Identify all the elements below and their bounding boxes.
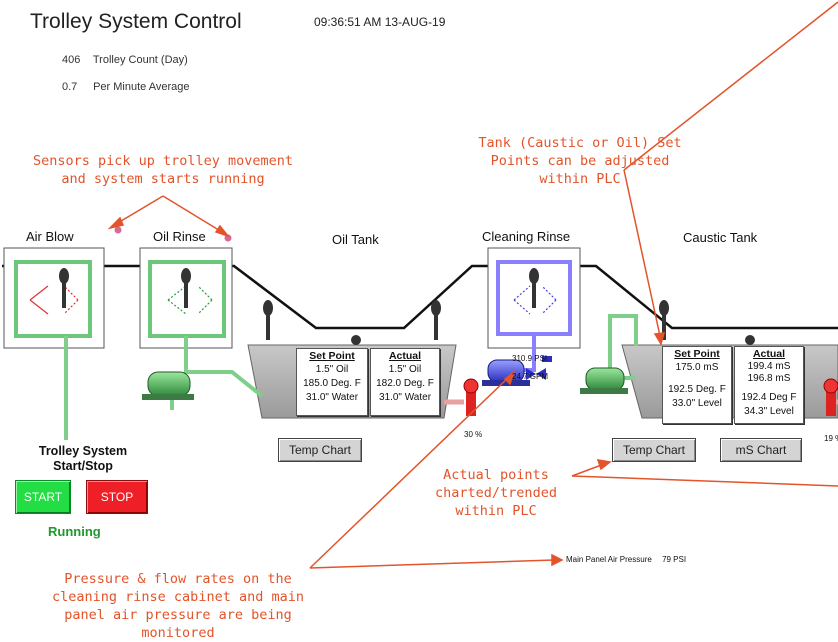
rinse-pressure: 310.9 PSI <box>512 354 548 363</box>
oil-actual-panel: Actual 1.5" Oil 182.0 Deg. F 31.0" Water <box>370 348 440 416</box>
caustic-actual-temp: 192.4 Deg F <box>741 392 797 403</box>
trolley-system-label-line1: Trolley System <box>38 444 128 458</box>
caustic-setpoint-header: Set Point <box>674 348 720 360</box>
per-minute-label: Per Minute Average <box>93 81 190 93</box>
main-panel-air-pressure-label: Main Panel Air Pressure <box>566 555 652 564</box>
trolley-system-label: Trolley System Start/Stop <box>24 444 142 474</box>
per-minute-stat: 0.7 Per Minute Average <box>62 81 189 93</box>
datetime-display: 09:36:51 AM 13-AUG-19 <box>314 15 446 29</box>
trolley-system-label-line2: Start/Stop <box>53 459 113 473</box>
caustic-setpoint-ms: 175.0 mS <box>675 362 719 373</box>
annotation-sensors: Sensors pick up trolley movement and sys… <box>32 153 294 187</box>
station-oil-tank: Oil Tank <box>332 232 379 247</box>
sensor-oil-rinse-dot <box>224 234 232 242</box>
caustic-temp-chart-button[interactable]: Temp Chart <box>612 438 696 462</box>
running-status: Running <box>48 524 101 539</box>
oil-valve-icon <box>463 378 479 416</box>
annotation-pressure: Pressure & flow rates on the cleaning ri… <box>52 571 304 641</box>
trolley-line <box>2 264 838 330</box>
rinse-flow: 24.7 GPM <box>512 372 549 381</box>
oil-actual-header: Actual <box>388 350 422 362</box>
oil-actual-water: 31.0" Water <box>378 392 432 403</box>
caustic-valve-icon <box>823 378 838 416</box>
caustic-actual-level: 34.3" Level <box>744 406 794 417</box>
rinse-pump-icon <box>482 356 552 386</box>
caustic-setpoint-temp: 192.5 Deg. F <box>668 384 726 395</box>
station-caustic-tank: Caustic Tank <box>683 230 758 245</box>
per-minute-value: 0.7 <box>62 81 78 93</box>
annotation-actual-points: Actual points charted/trended within PLC <box>435 467 557 519</box>
stop-button[interactable]: STOP <box>86 480 148 514</box>
oil-setpoint-temp: 185.0 Deg. F <box>303 378 361 389</box>
caustic-actual-ms1: 199.4 mS <box>747 361 791 372</box>
station-cleaning-rinse: Cleaning Rinse <box>482 229 571 244</box>
sensor-air-blow-dot <box>114 226 122 234</box>
trolley-count-label: Trolley Count (Day) <box>92 54 188 66</box>
caustic-actual-ms2: 196.8 mS <box>747 373 791 384</box>
oil-setpoint-water: 31.0" Water <box>305 392 359 403</box>
caustic-ms-chart-button[interactable]: mS Chart <box>720 438 802 462</box>
oil-actual-oil: 1.5" Oil <box>388 364 422 375</box>
caustic-actual-panel: Actual 199.4 mS 196.8 mS 192.4 Deg F 34.… <box>734 346 804 424</box>
oil-valve-percent: 30 % <box>464 430 483 439</box>
station-air-blow: Air Blow <box>26 229 74 244</box>
caustic-actual-header: Actual <box>752 348 786 360</box>
caustic-pump-icon <box>580 367 628 394</box>
main-panel-air-pressure: Main Panel Air Pressure 79 PSI <box>566 555 686 564</box>
oil-setpoint-panel[interactable]: Set Point 1.5" Oil 185.0 Deg. F 31.0" Wa… <box>296 348 368 416</box>
page-title: Trolley System Control <box>30 10 242 33</box>
start-button[interactable]: START <box>15 480 71 514</box>
oil-actual-temp: 182.0 Deg. F <box>376 378 434 389</box>
caustic-setpoint-panel[interactable]: Set Point 175.0 mS 192.5 Deg. F 33.0" Le… <box>662 346 732 424</box>
station-oil-rinse: Oil Rinse <box>153 229 206 244</box>
oil-temp-chart-button[interactable]: Temp Chart <box>278 438 362 462</box>
oil-setpoint-header: Set Point <box>309 350 355 362</box>
oil-setpoint-oil: 1.5" Oil <box>315 364 349 375</box>
trolley-count-value: 406 <box>62 54 81 66</box>
caustic-setpoint-level: 33.0" Level <box>672 398 722 409</box>
air-blow-cabinet <box>3 247 105 349</box>
annotation-setpoints: Tank (Caustic or Oil) Set Points can be … <box>478 135 682 187</box>
trolley-count-stat: 406 Trolley Count (Day) <box>62 54 188 66</box>
oil-pump-icon <box>142 371 194 400</box>
caustic-valve-percent: 19 % <box>824 434 838 443</box>
main-panel-air-pressure-value: 79 PSI <box>662 555 687 564</box>
